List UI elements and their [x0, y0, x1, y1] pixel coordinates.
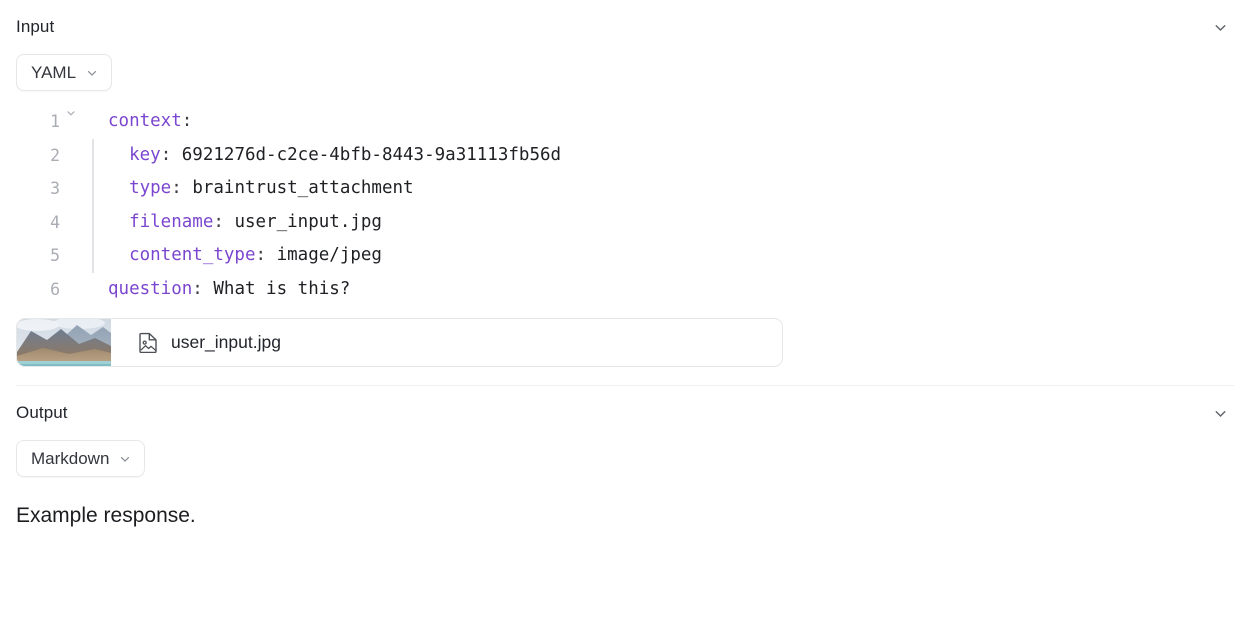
- chevron-down-icon: [1212, 405, 1229, 422]
- indent-guide: [92, 239, 94, 273]
- indent-guide: [92, 138, 94, 172]
- yaml-value: braintrust_attachment: [181, 178, 414, 198]
- yaml-value: 6921276d-c2ce-4bfb-8443-9a31113fb56d: [171, 144, 562, 165]
- fold-placeholder: [60, 172, 82, 174]
- yaml-indent: [108, 145, 129, 165]
- code-line: 5 content_type: image/jpeg: [16, 239, 1250, 273]
- attachment-chip[interactable]: user_input.jpg: [16, 318, 783, 367]
- yaml-key: context: [108, 111, 182, 131]
- yaml-punct: :: [213, 211, 224, 232]
- fold-chevron-icon[interactable]: [60, 105, 82, 119]
- fold-placeholder: [60, 239, 82, 241]
- yaml-value: image/jpeg: [266, 245, 382, 265]
- code-line-content: context:: [94, 105, 192, 139]
- chevron-down-icon: [1212, 19, 1229, 36]
- input-format-row: YAML: [0, 54, 1250, 91]
- yaml-value: What is this?: [202, 278, 351, 299]
- indent-guide: [92, 172, 94, 206]
- input-section-spacer: [0, 367, 1250, 385]
- code-line: 2 key: 6921276d-c2ce-4bfb-8443-9a31113fb…: [16, 138, 1250, 173]
- yaml-key: filename: [129, 211, 214, 232]
- chevron-down-icon: [85, 66, 99, 80]
- yaml-indent: [108, 245, 129, 265]
- line-number: 4: [50, 212, 60, 232]
- fold-placeholder: [60, 273, 82, 275]
- line-number: 1: [50, 112, 60, 131]
- output-collapse-toggle[interactable]: [1206, 399, 1234, 427]
- section-divider: [16, 385, 1234, 386]
- input-code-editor[interactable]: 1 context: 2 key: 6921276d-c2ce-4bfb-844…: [0, 105, 1250, 306]
- yaml-punct: :: [192, 278, 203, 299]
- yaml-indent: [108, 212, 129, 232]
- input-collapse-toggle[interactable]: [1206, 13, 1234, 41]
- yaml-value: user_input.jpg: [223, 211, 382, 232]
- file-image-icon: [139, 332, 158, 353]
- line-number: 5: [50, 246, 60, 265]
- code-line: 3 type: braintrust_attachment: [16, 172, 1250, 206]
- yaml-key: content_type: [129, 245, 256, 265]
- input-format-dropdown[interactable]: YAML: [16, 54, 113, 91]
- code-line-content: filename: user_input.jpg: [94, 206, 382, 240]
- input-section-header: Input: [0, 0, 1250, 54]
- output-markdown-text: Example response.: [16, 504, 196, 527]
- output-format-dropdown[interactable]: Markdown: [16, 440, 146, 477]
- code-line: 4 filename: user_input.jpg: [16, 205, 1250, 240]
- output-format-label: Markdown: [31, 448, 110, 468]
- output-format-row: Markdown: [0, 440, 1250, 477]
- yaml-punct: :: [181, 111, 193, 131]
- indent-guide: [92, 205, 94, 239]
- attachment-thumbnail[interactable]: [17, 319, 111, 366]
- mountain-lake-photo: [17, 319, 111, 366]
- attachment-row: user_input.jpg: [0, 318, 1250, 367]
- chevron-down-icon: [118, 452, 132, 466]
- yaml-punct: :: [255, 245, 267, 265]
- line-number: 2: [50, 145, 60, 165]
- yaml-punct: :: [160, 144, 172, 165]
- fold-placeholder: [60, 206, 82, 208]
- yaml-key: question: [108, 278, 193, 299]
- yaml-key: key: [129, 144, 161, 165]
- output-section-title: Output: [16, 403, 68, 422]
- yaml-punct: :: [171, 178, 182, 198]
- code-line-content: question: What is this?: [94, 273, 350, 307]
- output-section-header: Output: [0, 386, 1250, 440]
- attachment-filename: user_input.jpg: [171, 332, 281, 352]
- output-body: Example response.: [0, 502, 1250, 530]
- input-format-label: YAML: [31, 62, 77, 82]
- code-line-content: key: 6921276d-c2ce-4bfb-8443-9a31113fb56…: [94, 139, 561, 173]
- code-line-content: type: braintrust_attachment: [94, 172, 414, 206]
- yaml-key: type: [129, 178, 172, 198]
- code-line-content: content_type: image/jpeg: [94, 239, 382, 273]
- line-number: 3: [50, 179, 60, 198]
- fold-placeholder: [60, 139, 82, 141]
- code-line: 6 question: What is this?: [16, 273, 1250, 307]
- line-number: 6: [50, 279, 60, 299]
- yaml-indent: [108, 178, 129, 198]
- input-section-title: Input: [16, 17, 55, 36]
- code-line: 1 context:: [16, 105, 1250, 139]
